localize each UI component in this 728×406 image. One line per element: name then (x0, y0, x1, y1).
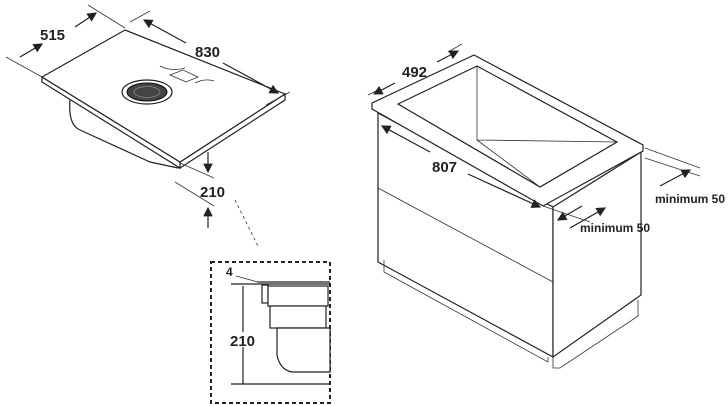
hob-width-label: 830 (195, 44, 220, 61)
cabinet-depth-label: 492 (402, 64, 427, 81)
cabinet-width-label: 807 (432, 159, 457, 176)
hob-control-panel (168, 69, 199, 83)
cabinet-drawing: 492 807 minimum 50 minimum 50 (367, 43, 725, 369)
detail-leader-line (234, 199, 259, 247)
detail-section: 4 210 (210, 261, 331, 404)
glass-thickness-label: 4 (226, 265, 233, 279)
rear-clearance-label: minimum 50 (655, 192, 725, 206)
hob-height-label: 210 (200, 184, 225, 201)
side-clearance-label: minimum 50 (580, 221, 650, 235)
hob-drawing: 515 830 210 (5, 4, 291, 247)
hob-extractor-grille-icon (126, 82, 168, 102)
hob-depth-label: 515 (40, 27, 65, 44)
cabinet-side (552, 150, 642, 359)
detail-height-label: 210 (230, 333, 255, 350)
